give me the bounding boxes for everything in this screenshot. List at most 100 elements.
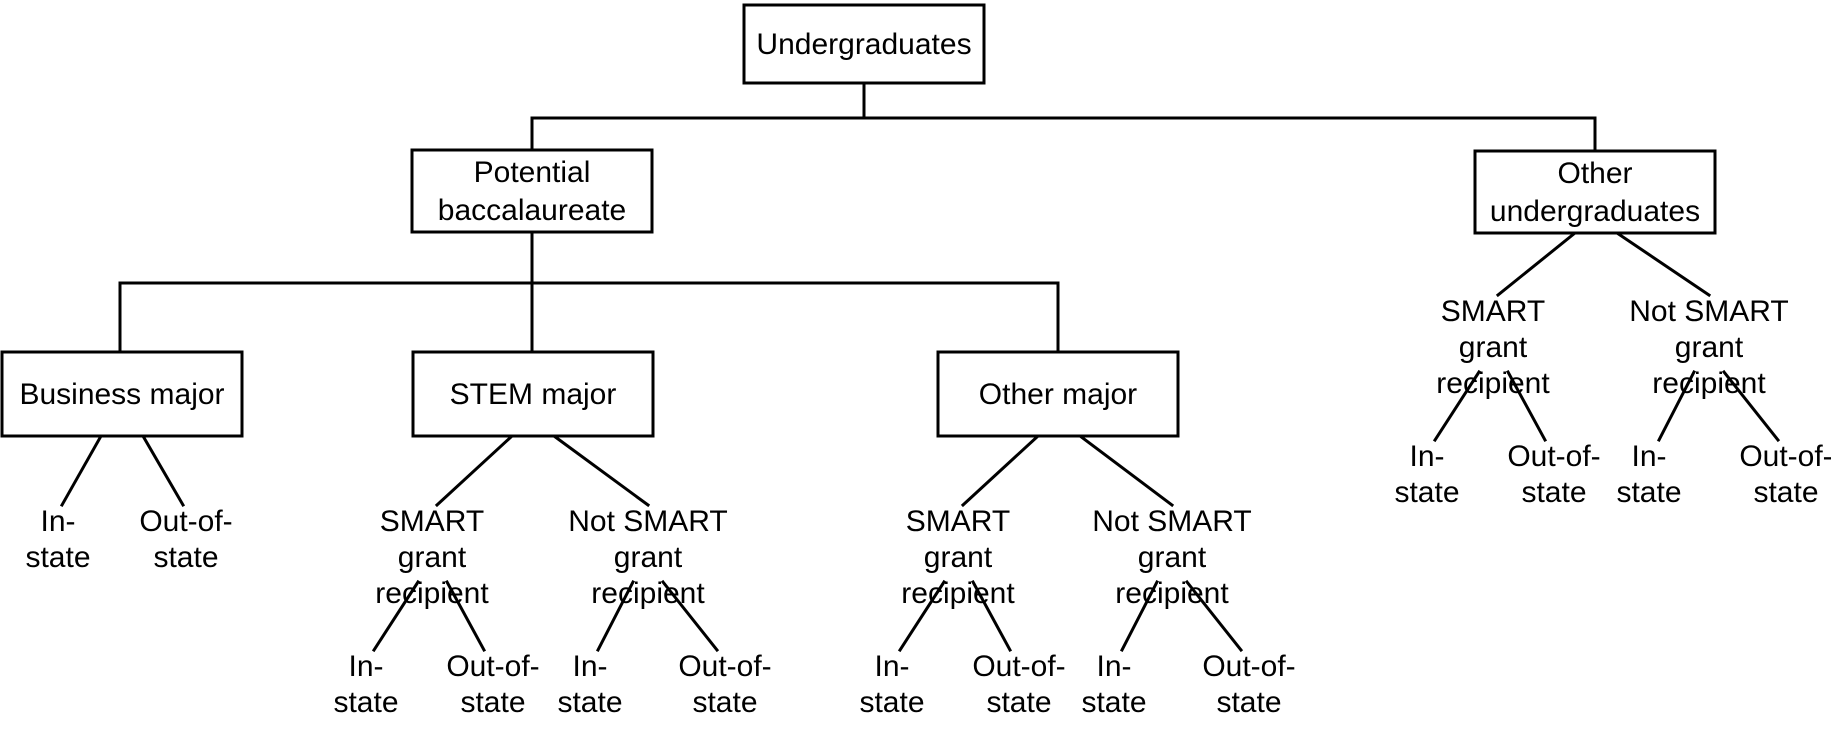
leaf-stem-smart-in-state[interactable]: In- state [333,650,398,719]
edge-otherundergrad-notsmart-to-in-state [1656,369,1697,443]
edge-othermajor-smart-to-out-of-state [970,579,1013,653]
node-stem-smart-grant-recipient-line1: SMART [380,505,484,538]
node-potential-baccalaureate-label-line1: Potential [474,156,591,189]
node-undergraduates[interactable]: Undergraduates [742,3,986,85]
node-othermajor-not-smart-grant-recipient[interactable]: Not SMART grant recipient [1092,505,1251,610]
node-business-major-box[interactable] [0,350,244,438]
node-otherundergrad-not-smart-grant-recipient-line2: grant [1675,331,1744,364]
leaf-othermajor-notsmart-in-state[interactable]: In- state [1081,650,1146,719]
leaf-stem-smart-out-of-state-line1: Out-of- [446,650,539,683]
node-othermajor-smart-grant-recipient-line1: SMART [906,505,1010,538]
leaf-business-in-state[interactable]: In- state [25,505,90,574]
leaf-othermajor-smart-out-of-state-line2: state [986,686,1051,719]
leaf-stem-smart-out-of-state-line2: state [460,686,525,719]
leaf-othermajor-smart-out-of-state[interactable]: Out-of- state [972,650,1065,719]
edge-group [59,81,1781,653]
node-other-undergraduates-label-line2: undergraduates [1490,195,1700,228]
leaf-stem-smart-out-of-state[interactable]: Out-of- state [446,650,539,719]
edge-othermajor-to-not-smart-grant [1077,433,1175,508]
leaf-otherundergrad-notsmart-in-state[interactable]: In- state [1616,440,1681,509]
node-other-major-label: Other major [979,378,1137,411]
leaf-othermajor-smart-out-of-state-line1: Out-of- [972,650,1065,683]
node-undergraduates-box[interactable] [742,3,986,85]
leaf-otherundergrad-notsmart-out-of-state-line2: state [1753,476,1818,509]
leaf-stem-notsmart-in-state-line1: In- [572,650,607,683]
node-othermajor-not-smart-grant-recipient-line1: Not SMART [1092,505,1251,538]
node-otherundergrad-smart-grant-recipient-line3: recipient [1436,367,1550,400]
leaf-stem-notsmart-out-of-state[interactable]: Out-of- state [678,650,771,719]
leaf-othermajor-notsmart-in-state-line1: In- [1096,650,1131,683]
leaf-business-out-of-state[interactable]: Out-of- state [139,505,232,574]
leaf-business-out-of-state-line1: Out-of- [139,505,232,538]
node-otherundergrad-not-smart-grant-recipient[interactable]: Not SMART grant recipient [1629,295,1788,400]
node-other-undergraduates[interactable]: Other undergraduates [1473,149,1717,235]
node-stem-major-label: STEM major [450,378,617,411]
edge-othermajor-notsmart-to-in-state [1119,579,1160,653]
node-othermajor-not-smart-grant-recipient-line2: grant [1138,541,1207,574]
leaf-stem-notsmart-in-state[interactable]: In- state [557,650,622,719]
edge-otherundergrad-notsmart-to-out-of-state [1721,369,1781,443]
edge-stem-to-not-smart-grant [551,433,651,508]
leaf-otherundergrad-smart-out-of-state-line2: state [1521,476,1586,509]
leaf-otherundergrad-smart-in-state-line1: In- [1409,440,1444,473]
node-stem-major-box[interactable] [411,350,655,438]
node-stem-not-smart-grant-recipient-line2: grant [614,541,683,574]
leaf-otherundergrad-notsmart-in-state-line2: state [1616,476,1681,509]
node-otherundergrad-smart-grant-recipient-line2: grant [1459,331,1528,364]
leaf-stem-smart-in-state-line2: state [333,686,398,719]
leaf-otherundergrad-notsmart-out-of-state-line1: Out-of- [1739,440,1831,473]
leaf-business-in-state-line2: state [25,541,90,574]
leaf-otherundergrad-smart-out-of-state[interactable]: Out-of- state [1507,440,1600,509]
node-other-undergraduates-label-line1: Other [1557,157,1632,190]
node-other-major[interactable]: Other major [936,350,1180,438]
node-stem-not-smart-grant-recipient-line3: recipient [591,577,705,610]
edge-othermajor-to-smart-grant [960,433,1041,508]
node-undergraduates-label: Undergraduates [756,28,971,61]
leaf-othermajor-notsmart-out-of-state-line2: state [1216,686,1281,719]
node-othermajor-smart-grant-recipient[interactable]: SMART grant recipient [901,505,1015,610]
edge-otherundergrad-smart-to-in-state [1432,369,1482,443]
leaf-othermajor-smart-in-state-line2: state [859,686,924,719]
leaf-otherundergrad-notsmart-in-state-line1: In- [1631,440,1666,473]
node-otherundergrad-smart-grant-recipient-line1: SMART [1441,295,1545,328]
leaf-stem-smart-in-state-line1: In- [348,650,383,683]
node-stem-not-smart-grant-recipient-line1: Not SMART [568,505,727,538]
leaf-othermajor-notsmart-in-state-line2: state [1081,686,1146,719]
edge-stem-notsmart-to-in-state [595,579,636,653]
leaf-otherundergrad-smart-out-of-state-line1: Out-of- [1507,440,1600,473]
node-othermajor-smart-grant-recipient-line2: grant [924,541,993,574]
node-potential-baccalaureate[interactable]: Potential baccalaureate [410,148,654,234]
node-potential-baccalaureate-box[interactable] [410,148,654,234]
node-stem-not-smart-grant-recipient[interactable]: Not SMART grant recipient [568,505,727,610]
node-stem-smart-grant-recipient-line3: recipient [375,577,489,610]
node-stem-smart-grant-recipient[interactable]: SMART grant recipient [375,505,489,610]
edge-otherundergrad-to-smart-grant [1495,230,1578,298]
node-othermajor-smart-grant-recipient-line3: recipient [901,577,1015,610]
node-otherundergrad-not-smart-grant-recipient-line1: Not SMART [1629,295,1788,328]
leaf-othermajor-notsmart-out-of-state[interactable]: Out-of- state [1202,650,1295,719]
node-otherundergrad-not-smart-grant-recipient-line3: recipient [1652,367,1766,400]
leaf-othermajor-smart-in-state-line1: In- [874,650,909,683]
edge-business-to-in-state [59,433,104,508]
leaf-othermajor-smart-in-state[interactable]: In- state [859,650,924,719]
leaf-otherundergrad-notsmart-out-of-state[interactable]: Out-of- state [1739,440,1831,509]
node-business-major-label: Business major [19,378,224,411]
node-othermajor-not-smart-grant-recipient-line3: recipient [1115,577,1229,610]
node-potential-baccalaureate-label-line2: baccalaureate [438,194,626,227]
leaf-stem-notsmart-out-of-state-line1: Out-of- [678,650,771,683]
leaf-otherundergrad-smart-in-state[interactable]: In- state [1394,440,1459,509]
edge-business-to-out-of-state [140,433,186,508]
node-business-major[interactable]: Business major [0,350,244,438]
node-otherundergrad-smart-grant-recipient[interactable]: SMART grant recipient [1436,295,1550,400]
node-other-undergraduates-box[interactable] [1473,149,1717,235]
node-stem-smart-grant-recipient-line2: grant [398,541,467,574]
leaf-stem-notsmart-in-state-line2: state [557,686,622,719]
node-stem-major[interactable]: STEM major [411,350,655,438]
leaf-otherundergrad-smart-in-state-line2: state [1394,476,1459,509]
edge-stem-smart-to-out-of-state [444,579,487,653]
node-other-major-box[interactable] [936,350,1180,438]
edge-stem-notsmart-to-out-of-state [660,579,720,653]
leaf-stem-notsmart-out-of-state-line2: state [692,686,757,719]
leaf-business-out-of-state-line2: state [153,541,218,574]
